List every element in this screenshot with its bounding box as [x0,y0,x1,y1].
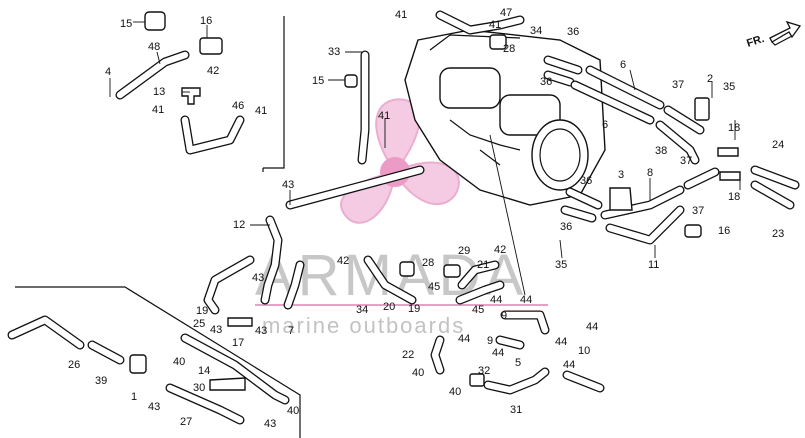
callouts: 15 16 48 42 4 13 41 46 41 33 15 41 43 12… [68,7,784,430]
callout-33: 33 [328,46,340,58]
callout-26: 26 [68,359,80,371]
engine-block [404,29,606,296]
callout-45: 45 [472,304,484,316]
callout-34: 34 [356,304,368,316]
callout-1: 1 [131,391,137,403]
callout-6: 6 [602,119,608,131]
callout-42: 42 [494,244,506,256]
callout-9: 9 [501,310,507,322]
callout-28: 28 [503,43,515,55]
callout-41: 41 [378,110,390,122]
callout-46: 46 [232,100,244,112]
callout-48: 48 [148,41,160,53]
callout-44: 44 [490,294,502,306]
callout-43: 43 [210,324,222,336]
callout-10: 10 [578,345,590,357]
callout-9: 9 [487,335,493,347]
watermark-subtitle: marine outboards [262,313,465,338]
callout-17: 17 [232,337,244,349]
callout-36: 36 [567,26,579,38]
callout-40: 40 [287,405,299,417]
callout-35: 35 [555,259,567,271]
callout-36: 36 [560,221,572,233]
callout-25: 25 [193,318,205,330]
callout-42: 42 [207,65,219,77]
callout-7: 7 [288,325,294,337]
callout-15: 15 [312,75,324,87]
callout-18: 18 [728,191,740,203]
callout-41: 41 [255,105,267,117]
callout-28: 28 [422,257,434,269]
callout-11: 11 [648,259,659,271]
callout-37: 37 [672,79,684,91]
callout-13: 13 [153,86,165,98]
callout-37: 37 [680,155,692,167]
callout-45: 45 [428,281,440,293]
callout-43: 43 [282,179,294,191]
callout-44: 44 [555,336,567,348]
callout-44: 44 [586,321,598,333]
fittings [129,11,741,391]
callout-16: 16 [718,225,730,237]
callout-40: 40 [173,356,185,368]
callout-23: 23 [772,228,784,240]
callout-41: 41 [395,9,407,21]
callout-41: 41 [489,19,501,31]
callout-31: 31 [510,404,522,416]
callout-47: 47 [500,7,512,19]
callout-43: 43 [264,418,276,430]
callout-19: 19 [408,303,420,315]
callout-43: 43 [255,325,267,337]
callout-40: 40 [449,386,461,398]
callout-30: 30 [193,382,205,394]
callout-38: 38 [655,145,667,157]
callout-29: 29 [458,245,470,257]
callout-34: 34 [530,25,542,37]
callout-36: 36 [580,175,592,187]
leader-lines [109,21,741,259]
callout-36: 36 [540,76,552,88]
callout-27: 27 [180,416,192,428]
callout-44: 44 [520,294,532,306]
callout-41: 41 [152,104,164,116]
callout-16: 16 [200,15,212,27]
callout-44: 44 [563,359,575,371]
callout-37: 37 [692,205,704,217]
callout-6: 6 [620,59,626,71]
callout-22: 22 [402,349,414,361]
callout-24: 24 [772,139,784,151]
callout-14: 14 [198,365,210,377]
callout-43: 43 [148,401,160,413]
callout-44: 44 [492,347,504,359]
callout-19: 19 [196,305,208,317]
callout-5: 5 [515,357,521,369]
hoses [7,10,800,425]
callout-20: 20 [383,301,395,313]
callout-32: 32 [478,365,490,377]
inset-frame [15,16,301,438]
callout-3: 3 [618,169,624,181]
callout-39: 39 [95,375,107,387]
callout-21: 21 [477,259,489,271]
callout-42: 42 [337,255,349,267]
callout-2: 2 [707,73,713,85]
fr-label: FR. [745,33,766,50]
callout-35: 35 [723,81,735,93]
callout-44: 44 [458,333,470,345]
callout-18: 18 [728,122,740,134]
callout-8: 8 [647,167,653,179]
callout-4: 4 [105,66,111,78]
callout-12: 12 [233,219,245,231]
callout-15: 15 [120,18,132,30]
front-direction-indicator: FR. [745,20,802,50]
callout-40: 40 [412,367,424,379]
callout-43: 43 [252,272,264,284]
